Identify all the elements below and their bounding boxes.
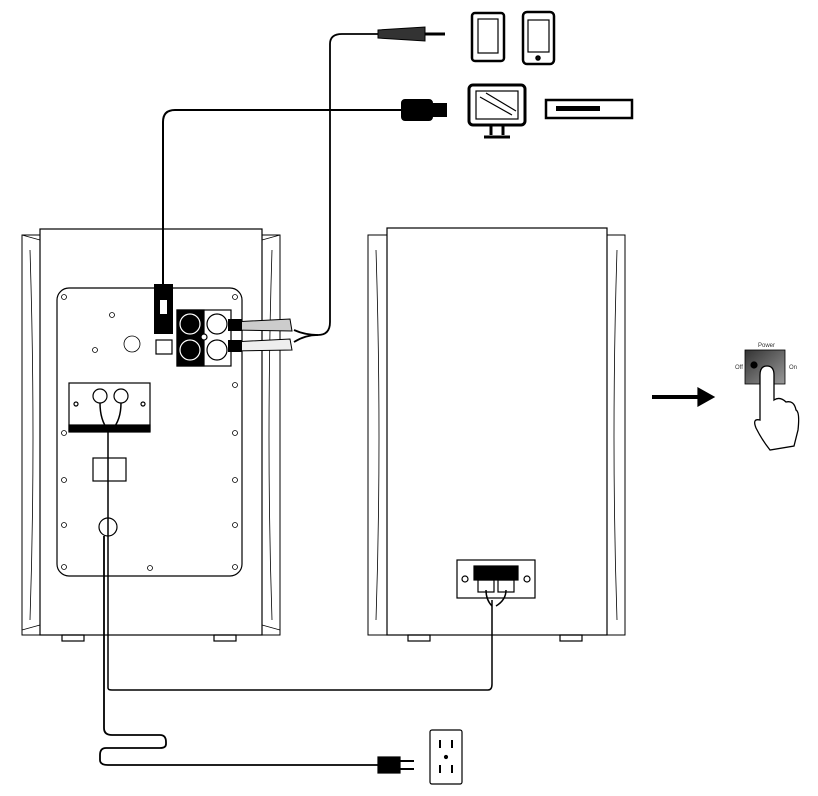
power-plug bbox=[377, 756, 414, 774]
rear-panel bbox=[56, 287, 243, 577]
smartphone-icon bbox=[521, 10, 556, 66]
wall-outlet bbox=[429, 729, 463, 785]
left-speaker-active bbox=[21, 228, 281, 642]
pointing-hand-icon bbox=[754, 365, 800, 451]
blu-ray-player-icon bbox=[544, 98, 634, 120]
aux-cable bbox=[228, 26, 445, 352]
right-arrow-icon bbox=[652, 386, 716, 408]
right-speaker-passive bbox=[367, 227, 626, 642]
tv-monitor-icon bbox=[467, 83, 527, 139]
speaker-output-terminal bbox=[68, 382, 151, 432]
power-cord bbox=[99, 536, 378, 766]
optical-cable bbox=[154, 99, 447, 334]
tablet-icon bbox=[470, 11, 506, 63]
speaker-cable bbox=[99, 402, 507, 691]
